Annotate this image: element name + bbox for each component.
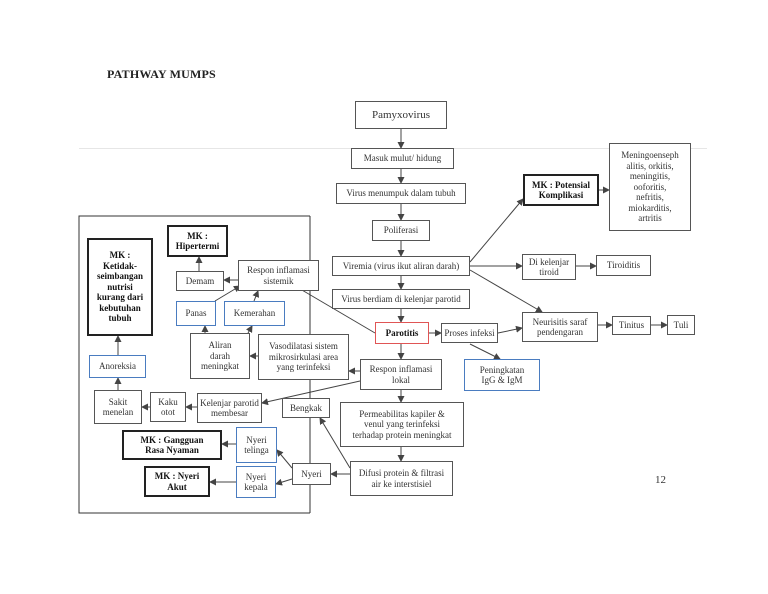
node-panas: Panas	[176, 301, 216, 326]
node-pamyxovirus: Pamyxovirus	[355, 101, 447, 129]
edge-difusi-bengkak	[319, 417, 351, 469]
node-permeabilitas: Permeabilitas kapiler & venul yang terin…	[340, 402, 464, 447]
node-sakit-menelan: Sakit menelan	[94, 390, 142, 424]
edge-viremia-mk-potensial	[469, 198, 524, 263]
edge-kemerahan-respon-sistemik	[252, 290, 260, 302]
node-mk-potensial: MK : Potensial Komplikasi	[523, 174, 599, 206]
node-virus-menumpuk: Virus menumpuk dalam tubuh	[336, 183, 466, 204]
edge-panas-respon-sistemik	[214, 285, 241, 302]
node-kelenjar-tiroid: Di kelenjar tiroid	[522, 254, 576, 280]
node-poliferasi: Poliferasi	[372, 220, 430, 241]
node-tiroiditis: Tiroiditis	[596, 255, 651, 276]
edge-proses-neurisitis	[497, 325, 523, 334]
node-tuli: Tuli	[667, 315, 695, 335]
node-difusi: Difusi protein & filtrasi air ke interst…	[350, 461, 453, 496]
node-peningkatan: Peningkatan IgG & IgM	[464, 359, 540, 391]
node-masuk: Masuk mulut/ hidung	[351, 148, 454, 169]
node-proses-infeksi: Proses infeksi	[441, 323, 498, 343]
node-kemerahan: Kemerahan	[224, 301, 285, 326]
page-number: 12	[655, 474, 666, 486]
node-respon-lokal: Respon inflamasi lokal	[360, 359, 442, 390]
node-bengkak: Bengkak	[282, 398, 330, 418]
node-anoreksia: Anoreksia	[89, 355, 146, 378]
node-nyeri: Nyeri	[292, 463, 331, 485]
left-frame	[78, 215, 310, 514]
node-respon-sistemik: Respon inflamasi sistemik	[238, 260, 319, 291]
node-mk-ketidak: MK : Ketidak- seimbangan nutrisi kurang …	[87, 238, 153, 336]
edge-proses-peningkatan	[469, 343, 501, 360]
node-vasodilatasi: Vasodilatasi sistem mikrosirkulasi area …	[258, 334, 349, 380]
node-kaku-otot: Kaku otot	[150, 392, 186, 422]
node-parotitis: Parotitis	[375, 322, 429, 344]
node-mk-gangguan: MK : Gangguan Rasa Nyaman	[122, 430, 222, 460]
node-tinitus: Tinitus	[612, 316, 651, 335]
node-kelenjar-parotid: Kelenjar parotid membesar	[197, 393, 262, 423]
page-title: PATHWAY MUMPS	[107, 67, 216, 81]
node-virus-berdiam: Virus berdiam di kelenjar parotid	[332, 289, 470, 309]
node-neurisitis: Neurisitis saraf pendengaran	[522, 312, 598, 342]
node-demam: Demam	[176, 271, 224, 291]
node-aliran-darah: Aliran darah meningkat	[190, 333, 250, 379]
node-mk-hipertermi: MK : Hipertermi	[167, 225, 228, 257]
node-meningo: Meningoenseph alitis, orkitis, meningiti…	[609, 143, 691, 231]
edge-nyeri-telinga	[276, 449, 293, 469]
node-viremia: Viremia (virus ikut aliran darah)	[332, 256, 470, 276]
edge-viremia-neurisitis	[469, 269, 543, 313]
edge-nyeri-kepala	[275, 478, 293, 486]
node-nyeri-telinga: Nyeri telinga	[236, 427, 277, 463]
node-nyeri-kepala: Nyeri kepala	[236, 466, 276, 498]
edge-aliran-kemerahan	[245, 325, 253, 334]
node-mk-nyeri: MK : Nyeri Akut	[144, 466, 210, 497]
edge-respon-lokal-kelenjar	[261, 380, 361, 406]
